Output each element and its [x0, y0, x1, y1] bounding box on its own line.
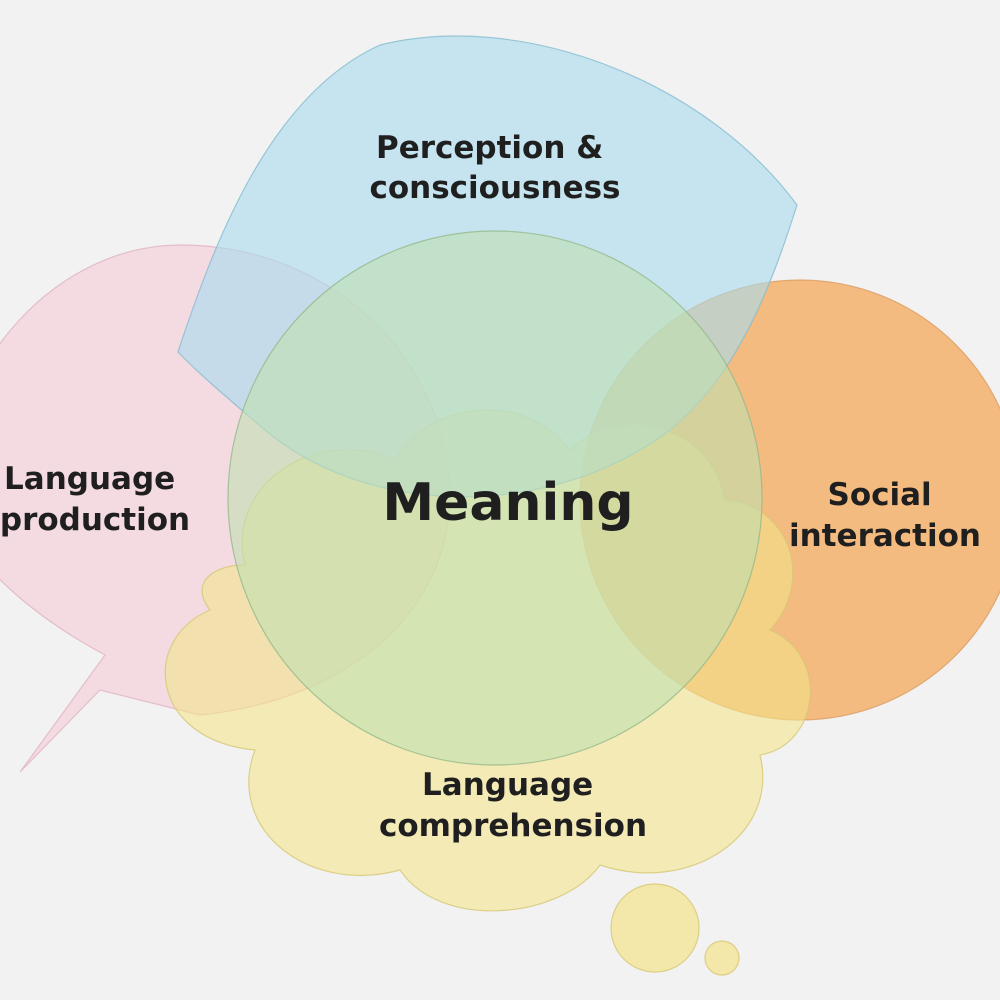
- perception-label: Perception & consciousness: [369, 130, 620, 206]
- meaning-central-circle: [227, 230, 763, 766]
- production-label-line2: production: [0, 502, 190, 538]
- production-label-line1: Language: [4, 461, 175, 497]
- social-label-line2: interaction: [789, 518, 981, 554]
- perception-label-line1: Perception &: [376, 130, 603, 166]
- meaning-label: Meaning: [382, 473, 633, 533]
- social-label: Social interaction: [789, 477, 981, 554]
- production-label: Language production: [0, 461, 190, 538]
- thought-bubble-small: [704, 940, 740, 976]
- social-label-line1: Social: [828, 477, 932, 513]
- thought-bubble-large: [610, 883, 700, 973]
- comprehension-label-line1: Language: [422, 767, 593, 803]
- comprehension-label: Language comprehension: [379, 767, 647, 844]
- comprehension-label-line2: comprehension: [379, 808, 647, 844]
- perception-label-line2: consciousness: [369, 170, 620, 206]
